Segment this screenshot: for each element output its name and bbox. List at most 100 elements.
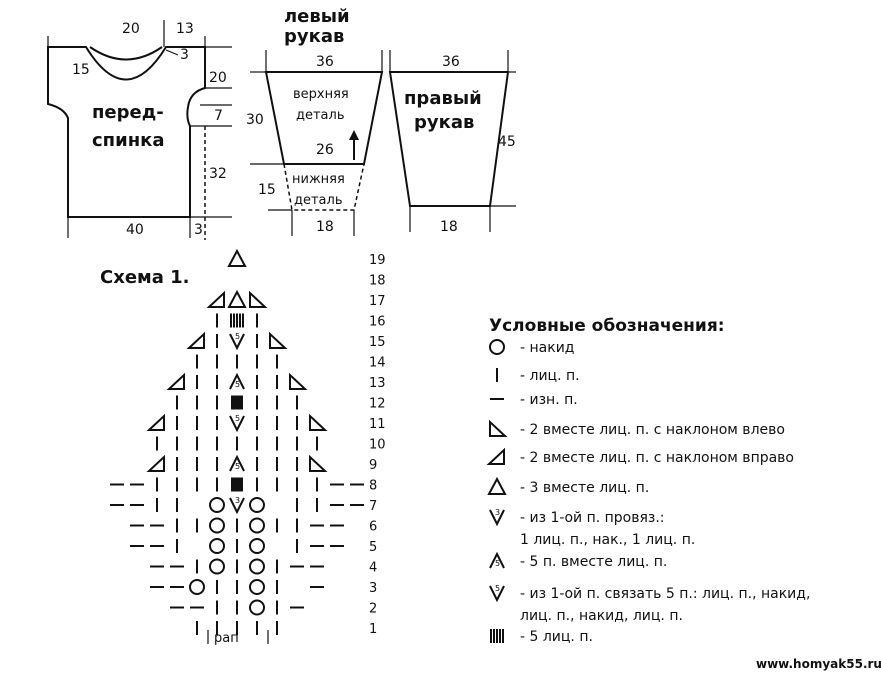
legend-item-text: - из 1-ой п. провяз.: — [520, 510, 665, 526]
row-number: 6 — [369, 520, 377, 535]
stitch-inc-5-r15: 5 — [229, 332, 245, 351]
stitch-yarn-over-r5 — [209, 538, 225, 554]
legend-item-text: - 2 вместе лиц. п. с наклоном вправо — [520, 450, 794, 466]
legend-items: - накид - лиц. п. - изн. п. - 2 вместе лиц.… — [486, 339, 810, 645]
row-number: 9 — [369, 458, 377, 473]
legend-item-text: - из 1-ой п. связать 5 п.: лиц. п., наки… — [520, 586, 810, 602]
stitch-k2tog-left-r13 — [289, 372, 308, 390]
left-sleeve-mid-width: 26 — [316, 142, 334, 158]
upper-part-label-line1: верхняя — [293, 87, 349, 102]
legend-k2tog-left-icon — [489, 419, 508, 437]
legend-inc-5-icon: 5 — [489, 584, 505, 603]
legend-item-text: - 5 лиц. п. — [520, 629, 593, 645]
row-number: 12 — [369, 397, 386, 412]
left-sleeve-height-upper: 30 — [246, 112, 264, 128]
row-number: 1 — [369, 622, 377, 637]
left-sleeve-lower-part — [283, 163, 365, 211]
legend-item-text: - 2 вместе лиц. п. с наклоном влево — [520, 422, 785, 438]
svg-text:5: 5 — [235, 332, 240, 341]
legend-dec-5-icon: 5 — [489, 551, 505, 569]
dim-side: 32 — [209, 166, 227, 182]
stitch-k2tog-left-r15 — [269, 331, 288, 349]
svg-text:5: 5 — [235, 414, 240, 423]
row-number: 16 — [369, 315, 386, 330]
stitch-yarn-over-r3 — [249, 579, 265, 595]
stitch-k5-r16 — [230, 313, 244, 328]
stitch-k2tog-right-r11 — [146, 413, 165, 431]
svg-text:5: 5 — [235, 462, 240, 471]
legend-item-text: - лиц. п. — [520, 368, 580, 384]
stitch-yarn-over-r7 — [249, 497, 265, 513]
legend-inc-3-icon: 3 — [489, 508, 505, 527]
stitch-k3tog-r19 — [227, 248, 247, 267]
row-number: 7 — [369, 499, 377, 514]
row-number: 10 — [369, 438, 386, 453]
row-number: 13 — [369, 376, 386, 391]
row-number: 3 — [369, 581, 377, 596]
row-number: 4 — [369, 561, 377, 576]
row-number: 11 — [369, 417, 386, 432]
neck-back-curve — [89, 46, 163, 61]
dim-hem-side: 3 — [194, 222, 203, 238]
row-number: 8 — [369, 479, 377, 494]
right-sleeve: 36 правый рукав 45 18 — [388, 50, 516, 235]
stitch-yarn-over-r3 — [189, 579, 205, 595]
row-number: 17 — [369, 294, 386, 309]
stitch-yarn-over-r5 — [249, 538, 265, 554]
row-number: 15 — [369, 335, 386, 350]
stitch-inc-3-r7: 3 — [229, 496, 245, 515]
stitch-k2tog-right-r17 — [206, 290, 225, 308]
svg-text:5: 5 — [235, 380, 240, 389]
legend-k5-icon — [490, 629, 504, 643]
dim-side-top: 7 — [214, 108, 223, 124]
body-label-line2: спинка — [92, 130, 165, 151]
svg-text:5: 5 — [495, 559, 500, 568]
left-sleeve: левый рукав 36 30 26 15 18 верхняя детал… — [246, 6, 384, 236]
legend-item-text: - 5 п. вместе лиц. п. — [520, 554, 667, 570]
scheme-grid: 3 5 5 5 5 — [110, 248, 364, 635]
legend-item-text: - накид — [520, 340, 574, 356]
row-number: 19 — [369, 253, 386, 268]
lower-part-label-line1: нижняя — [292, 172, 345, 187]
right-sleeve-height: 45 — [498, 134, 516, 150]
stitch-yarn-over-r7 — [209, 497, 225, 513]
stitch-solid-box-r12 — [231, 395, 243, 410]
svg-text:5: 5 — [495, 584, 500, 593]
rapport-marker: рап — [207, 630, 269, 646]
stitch-k2tog-right-r13 — [166, 372, 185, 390]
row-number: 2 — [369, 602, 377, 617]
dim-shoulder: 13 — [176, 21, 194, 37]
stitch-dec-5-r13: 5 — [229, 372, 245, 390]
stitch-k2tog-left-r11 — [309, 413, 328, 431]
right-sleeve-bottom-width: 18 — [440, 219, 458, 235]
row-number: 14 — [369, 356, 386, 371]
stitch-yarn-over-r6 — [249, 517, 265, 534]
lower-part-label-line2: деталь — [294, 193, 343, 208]
row-number: 5 — [369, 540, 377, 555]
direction-arrow-icon — [349, 130, 359, 160]
legend-yarn-over-icon — [489, 339, 505, 355]
left-sleeve-height-lower: 15 — [258, 182, 276, 198]
stitch-k2tog-right-r15 — [186, 331, 205, 349]
left-sleeve-bottom-width: 18 — [316, 219, 334, 235]
svg-text:3: 3 — [495, 508, 500, 517]
body-schematic: 20 13 15 3 20 7 32 40 3 перед- спинка — [47, 20, 232, 240]
stitch-k3tog-r17 — [227, 289, 247, 308]
legend-item-text-line2: 1 лиц. п., нак., 1 лиц. п. — [520, 532, 695, 548]
legend-item-text: - изн. п. — [520, 392, 578, 408]
stitch-yarn-over-r4 — [209, 558, 225, 575]
left-sleeve-title-line2: рукав — [284, 26, 344, 47]
stitch-k2tog-left-r9 — [309, 454, 328, 472]
legend-item-text-line2: лиц. п., накид, лиц. п. — [520, 608, 683, 624]
dim-neck-depth: 15 — [72, 62, 90, 78]
dim-neck-back: 3 — [180, 47, 189, 63]
stitch-inc-5-r11: 5 — [229, 414, 245, 433]
stitch-k2tog-right-r9 — [146, 454, 165, 472]
right-sleeve-title-line1: правый — [404, 88, 482, 109]
stitch-solid-box-r8 — [231, 477, 243, 492]
dim-armhole: 20 — [209, 70, 227, 86]
legend-k3tog-icon — [487, 476, 507, 495]
left-sleeve-top-width: 36 — [316, 54, 334, 70]
